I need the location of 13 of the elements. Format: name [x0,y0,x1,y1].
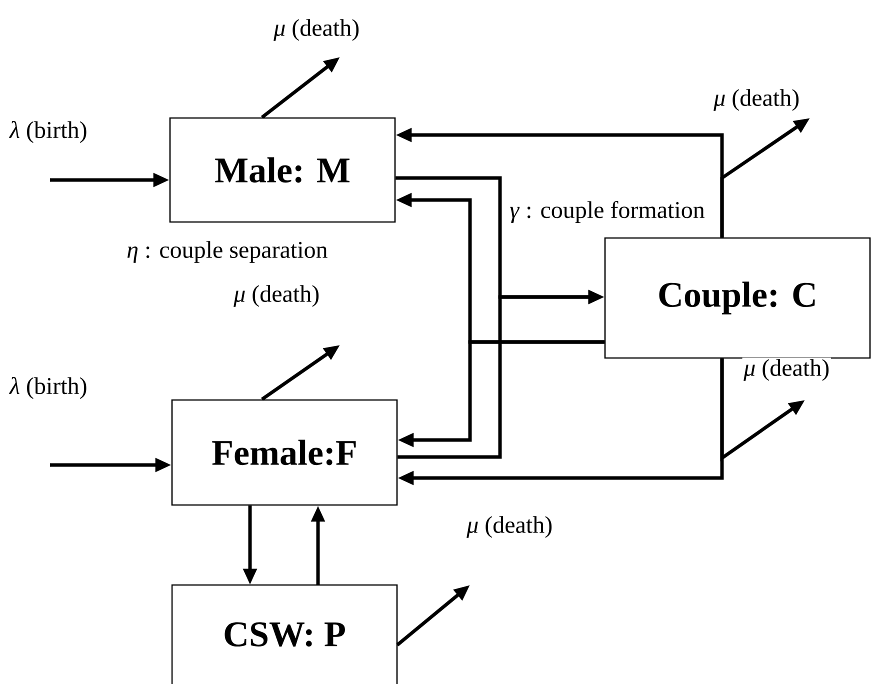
edge-label: μ (death) [272,18,361,42]
edge-label: η : couple separation [125,240,330,264]
state-box: Male: M [169,117,396,223]
edge-label: λ (birth) [8,376,89,400]
state-box: CSW: P [171,584,398,684]
state-box: Female:F [171,399,398,506]
edge-label: μ (death) [742,358,831,382]
edge-label: μ (death) [232,284,321,308]
edge-label: μ (death) [465,514,554,540]
edge-label: γ : couple formation [508,200,706,224]
state-box: Couple: C [604,237,871,359]
edge-label: λ (birth) [8,120,89,144]
edge-label: μ (death) [712,88,801,112]
